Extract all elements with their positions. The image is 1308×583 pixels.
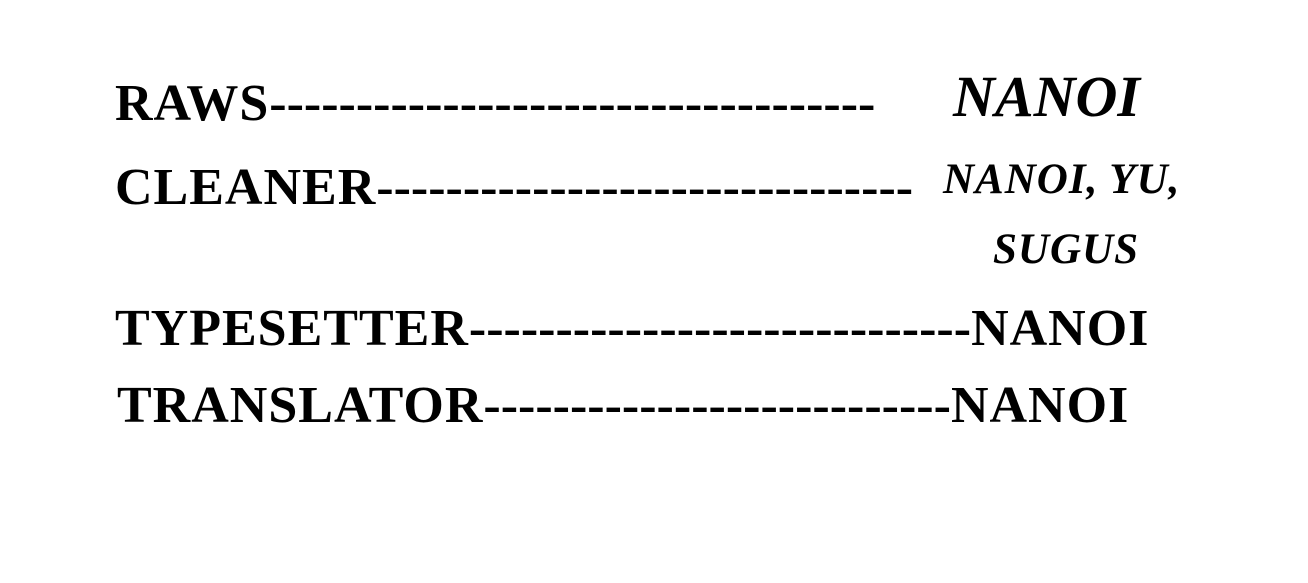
dash-leader: ----------------------------------- [269,75,876,132]
cleaner-names-line2: SUGUS [993,226,1139,273]
dash-leader: --------------------------- [483,377,951,434]
dash-leader: ----------------------------- [468,300,972,357]
role-label: TYPESETTER [115,300,469,357]
translator-row: TRANSLATOR---------------------------NAN… [117,380,1129,432]
dash-leader: ------------------------------- [376,159,914,216]
translator-name: NANOI [950,377,1130,434]
raws-row: RAWS----------------------------------- [115,78,875,130]
typesetter-name: NANOI [971,300,1150,357]
role-label: TRANSLATOR [117,377,484,434]
role-label: RAWS [115,75,270,132]
role-label: CLEANER [115,159,377,216]
typesetter-row: TYPESETTER-----------------------------N… [115,303,1149,355]
raws-name: NANOI [953,64,1140,129]
cleaner-names-line1: NANOI, YU, [943,156,1181,203]
cleaner-row: CLEANER------------------------------- [115,162,913,214]
